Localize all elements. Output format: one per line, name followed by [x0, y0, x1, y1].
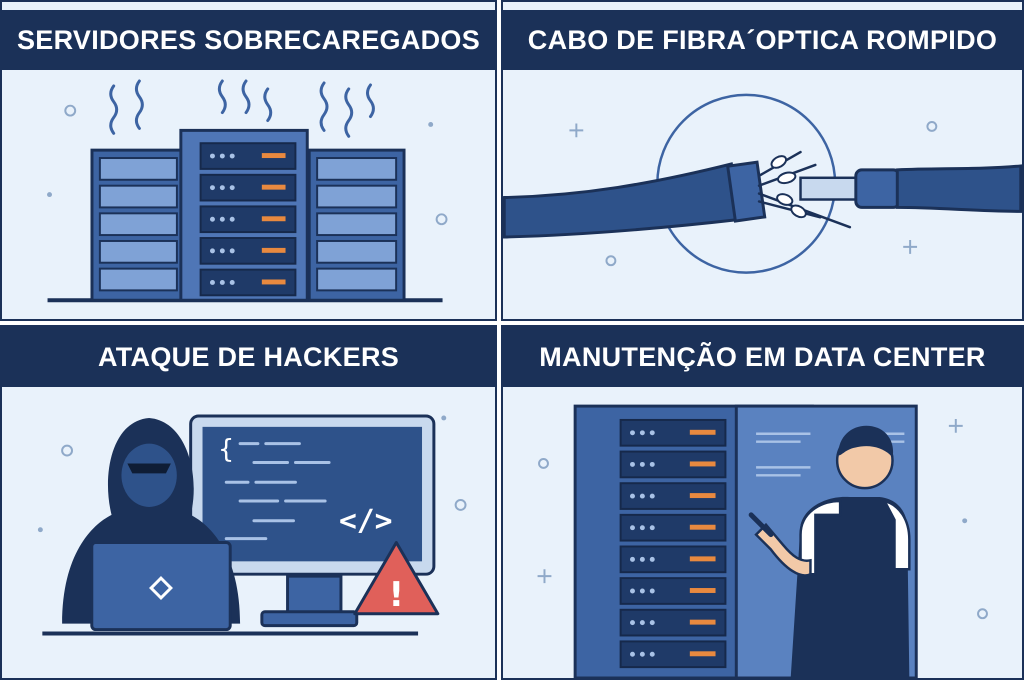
- left-cable: [503, 162, 744, 239]
- panel-datacenter-maintenance: MANUTENÇÃO EM DATA CENTER: [501, 325, 1024, 680]
- center-server-rack: [179, 128, 309, 302]
- panel-hacker-attack: { </> !: [0, 325, 497, 680]
- panel-title: ATAQUE DE HACKERS: [2, 327, 495, 387]
- broken-fiber-cable-illustration: [503, 93, 1022, 274]
- tool-icon: [748, 512, 774, 538]
- panel-broken-fiber-cable: CABO DE FIBRA´OPTICA ROMPIDO: [501, 0, 1024, 321]
- right-server-rack: [307, 148, 406, 302]
- warning-icon: !: [353, 541, 440, 616]
- code-tag-icon: </>: [339, 503, 393, 538]
- heat-waves-icon: [109, 79, 375, 138]
- svg-text:!: !: [389, 575, 404, 614]
- datacenter-technician-illustration: [537, 404, 988, 678]
- laptop: [42, 541, 419, 636]
- panel-title: CABO DE FIBRA´OPTICA ROMPIDO: [503, 10, 1022, 70]
- hacker-attack-illustration: { </> !: [37, 414, 467, 636]
- overloaded-servers-illustration: [47, 79, 448, 303]
- code-brace: {: [218, 435, 233, 465]
- technician: [748, 425, 911, 678]
- panel-title: MANUTENÇÃO EM DATA CENTER: [503, 327, 1022, 387]
- panel-title: SERVIDORES SOBRECAREGADOS: [2, 10, 495, 70]
- left-server-rack: [90, 148, 187, 302]
- fiber-core: [799, 176, 862, 201]
- panel-overloaded-servers: SERVIDORES SOBRECAREGADOS: [0, 0, 497, 321]
- right-cable: [895, 164, 1022, 213]
